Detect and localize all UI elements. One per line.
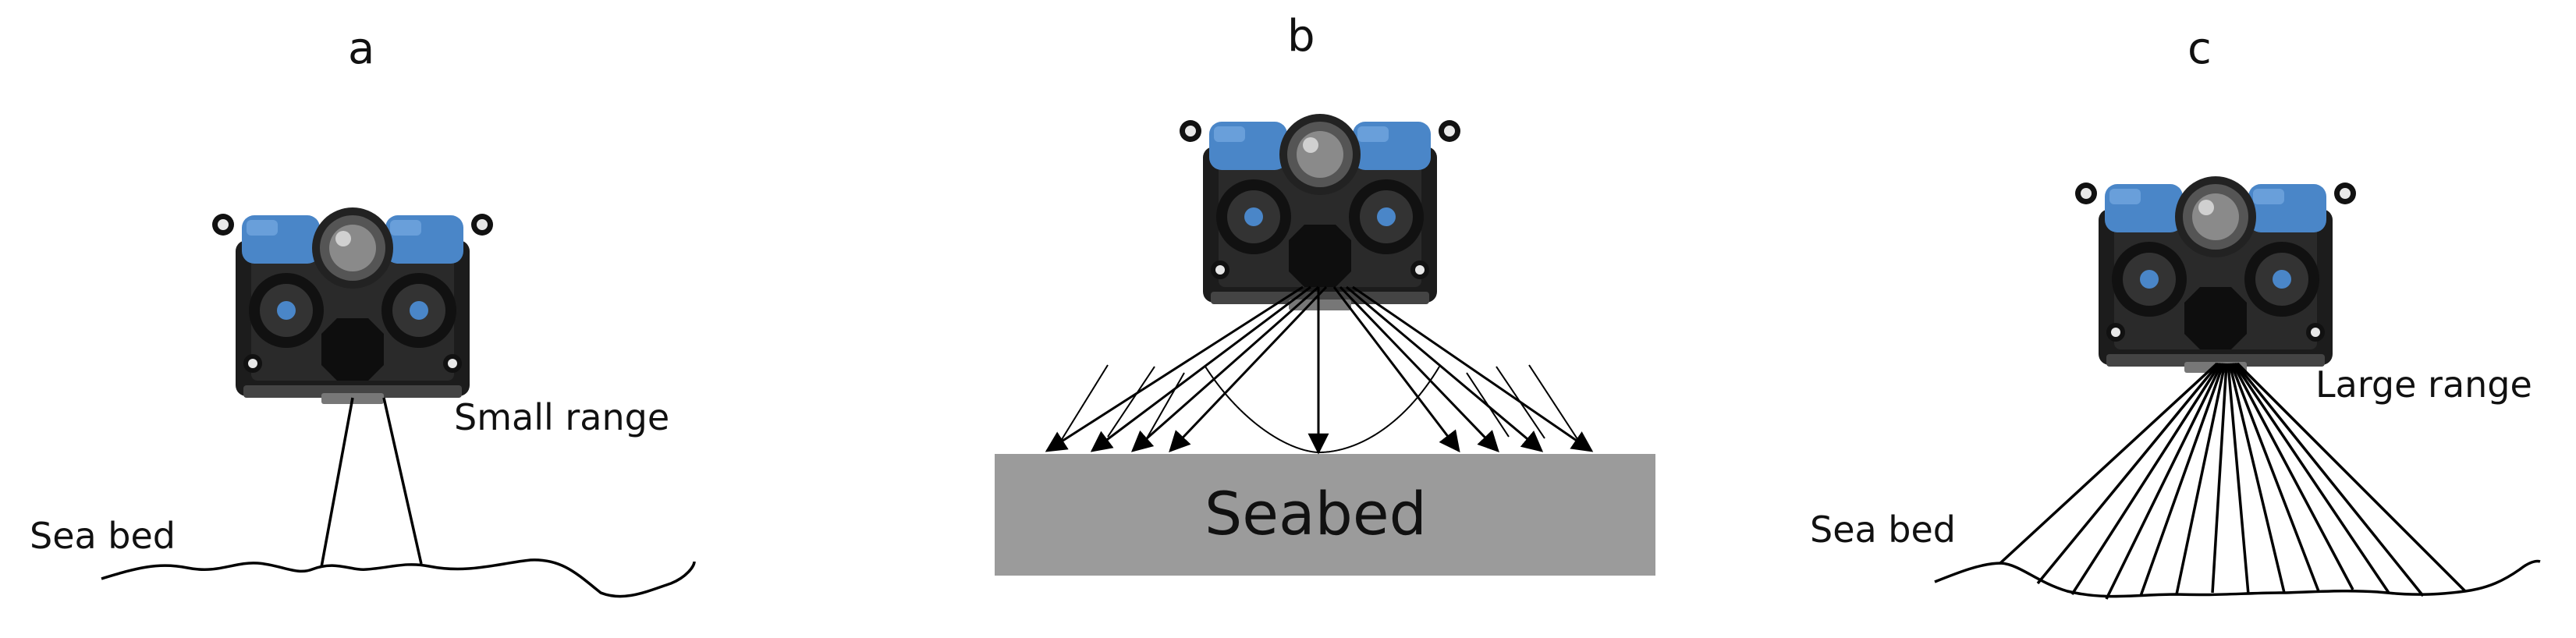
- sea-bed-line: [1934, 559, 2541, 598]
- panel-b-letter: b: [1287, 11, 1315, 62]
- panel-c-letter: c: [2187, 23, 2212, 74]
- wavefront-arcs: [1060, 364, 1580, 454]
- rov-drone-icon: [212, 207, 493, 404]
- large-range-label: Large range: [2315, 363, 2532, 406]
- panel-a: [101, 207, 696, 598]
- sea-bed-label-a: Sea bed: [30, 515, 176, 557]
- small-range-beam: [320, 397, 423, 568]
- seabed-label-b: Seabed: [1205, 479, 1427, 548]
- rov-drone-icon: [2075, 176, 2356, 373]
- panel-a-letter: a: [348, 23, 375, 74]
- small-range-label: Small range: [454, 396, 670, 438]
- large-range-beam: [1999, 362, 2467, 600]
- panel-b: [995, 114, 1655, 576]
- seabed-block: [995, 454, 1655, 576]
- sea-bed-line: [101, 558, 696, 598]
- rov-drone-icon: [1180, 114, 1460, 310]
- multibeam-arrows: [1045, 285, 1594, 455]
- sea-bed-label-c: Sea bed: [1810, 509, 1957, 551]
- panel-c: [1934, 176, 2541, 600]
